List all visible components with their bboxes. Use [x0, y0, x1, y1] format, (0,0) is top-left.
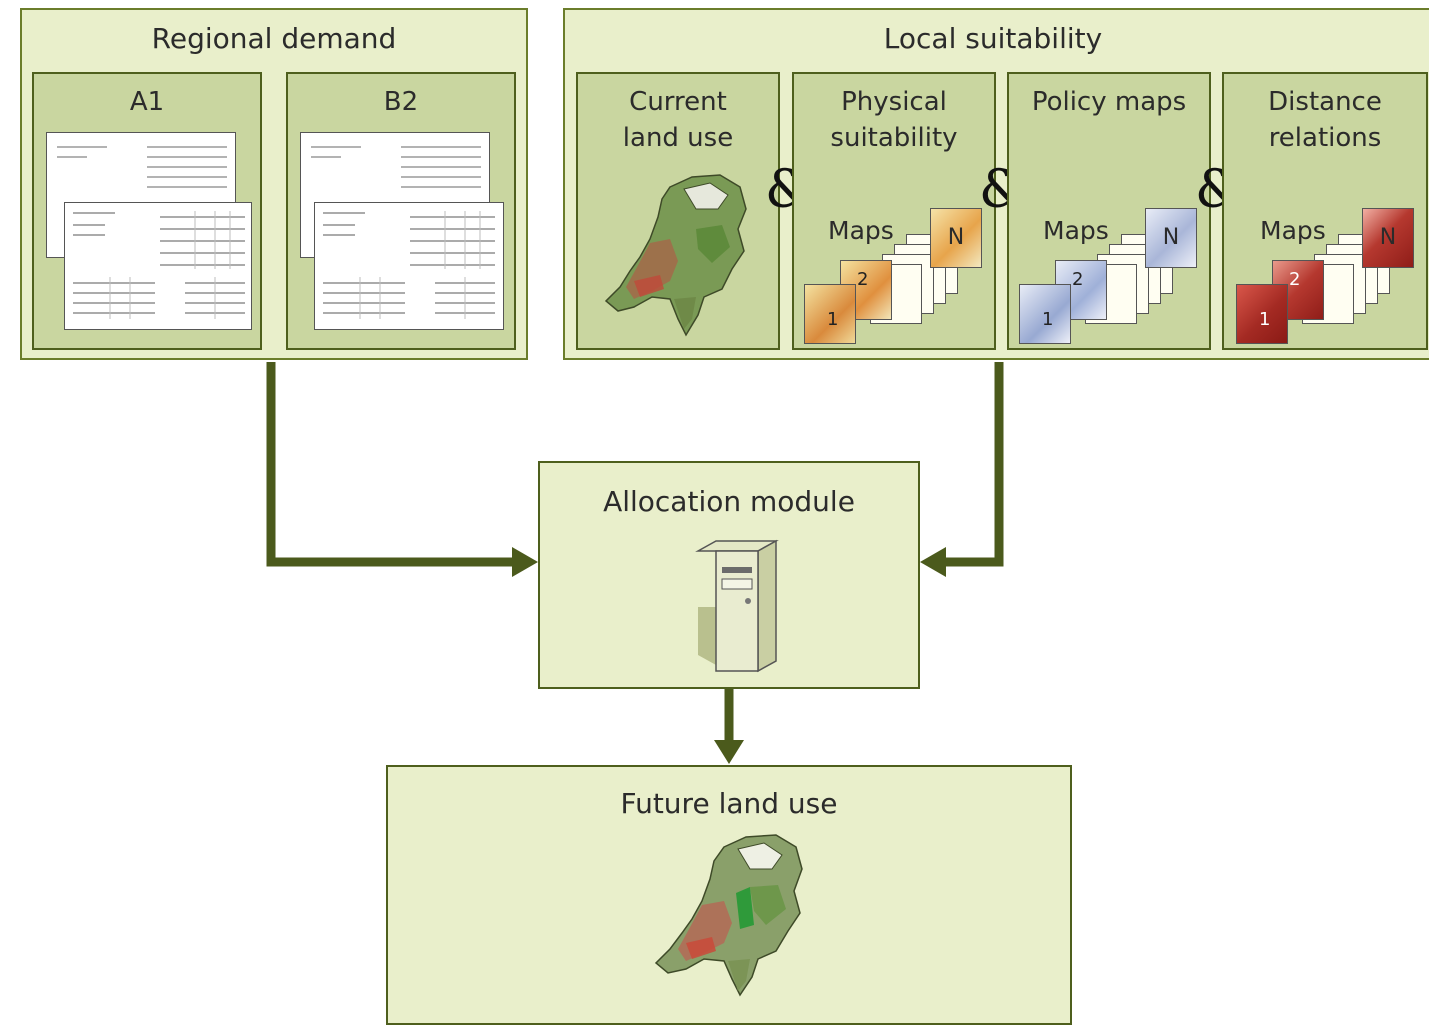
- current-land-use-panel: Current land use: [576, 72, 780, 350]
- allocation-module-panel: Allocation module: [538, 461, 920, 689]
- scenario-a1-panel: A1: [32, 72, 262, 350]
- maps-label: Maps: [1043, 216, 1109, 245]
- future-land-use-panel: Future land use: [386, 765, 1072, 1025]
- current-land-use-label: Current land use: [622, 87, 734, 153]
- distance-map-n: N: [1362, 208, 1414, 268]
- map-2-label: 2: [1289, 269, 1301, 290]
- arrow-demand-to-allocation: [266, 362, 512, 567]
- future-land-use-title: Future land use: [620, 787, 838, 820]
- maps-label: Maps: [1260, 216, 1326, 245]
- table-lines: [311, 146, 481, 188]
- suitability-map-n: N: [930, 208, 982, 268]
- regional-demand-title: Regional demand: [151, 22, 397, 55]
- arrowhead-left: [920, 547, 946, 577]
- map-1-label: 1: [1259, 309, 1271, 330]
- map-1-label: 1: [827, 309, 839, 330]
- table-lines: [323, 211, 495, 319]
- policy-maps-panel: Policy maps Maps N 2 1: [1007, 72, 1211, 350]
- maps-label: Maps: [828, 216, 894, 245]
- arrowhead-down: [714, 740, 744, 764]
- policy-maps-label: Policy maps: [1031, 87, 1187, 117]
- arrowhead-right: [512, 547, 538, 577]
- netherlands-map-icon: [654, 834, 803, 997]
- local-suitability-title: Local suitability: [883, 22, 1103, 55]
- map-2-label: 2: [1072, 269, 1084, 290]
- table-lines: [73, 211, 245, 319]
- map-n-label: N: [1162, 225, 1180, 250]
- table-lines: [57, 146, 227, 188]
- distance-relations-label: Distance relations: [1268, 87, 1382, 153]
- policy-map-n: N: [1145, 208, 1197, 268]
- map-n-label: N: [947, 225, 965, 250]
- distance-map-1: 1: [1236, 284, 1288, 344]
- computer-tower-icon: [695, 539, 779, 673]
- map-n-label: N: [1379, 225, 1397, 250]
- arrow-suitability-to-allocation: [946, 362, 1004, 567]
- table-sheet-front: [314, 202, 504, 330]
- scenario-b2-panel: B2: [286, 72, 516, 350]
- local-suitability-panel: Local suitability Current land use & Phy…: [563, 8, 1429, 360]
- suitability-map-1: 1: [804, 284, 856, 344]
- allocation-module-title: Allocation module: [603, 485, 855, 518]
- physical-suitability-label: Physical suitability: [830, 87, 958, 153]
- physical-suitability-panel: Physical suitability Maps N 2 1: [792, 72, 996, 350]
- policy-map-1: 1: [1019, 284, 1071, 344]
- map-2-label: 2: [857, 269, 869, 290]
- netherlands-map-icon: [604, 174, 747, 337]
- map-1-label: 1: [1042, 309, 1054, 330]
- regional-demand-panel: Regional demand A1: [20, 8, 528, 360]
- table-sheet-front: [64, 202, 252, 330]
- scenario-a1-label: A1: [129, 87, 165, 117]
- distance-relations-panel: Distance relations Maps N 2 1: [1222, 72, 1428, 350]
- scenario-b2-label: B2: [383, 87, 419, 117]
